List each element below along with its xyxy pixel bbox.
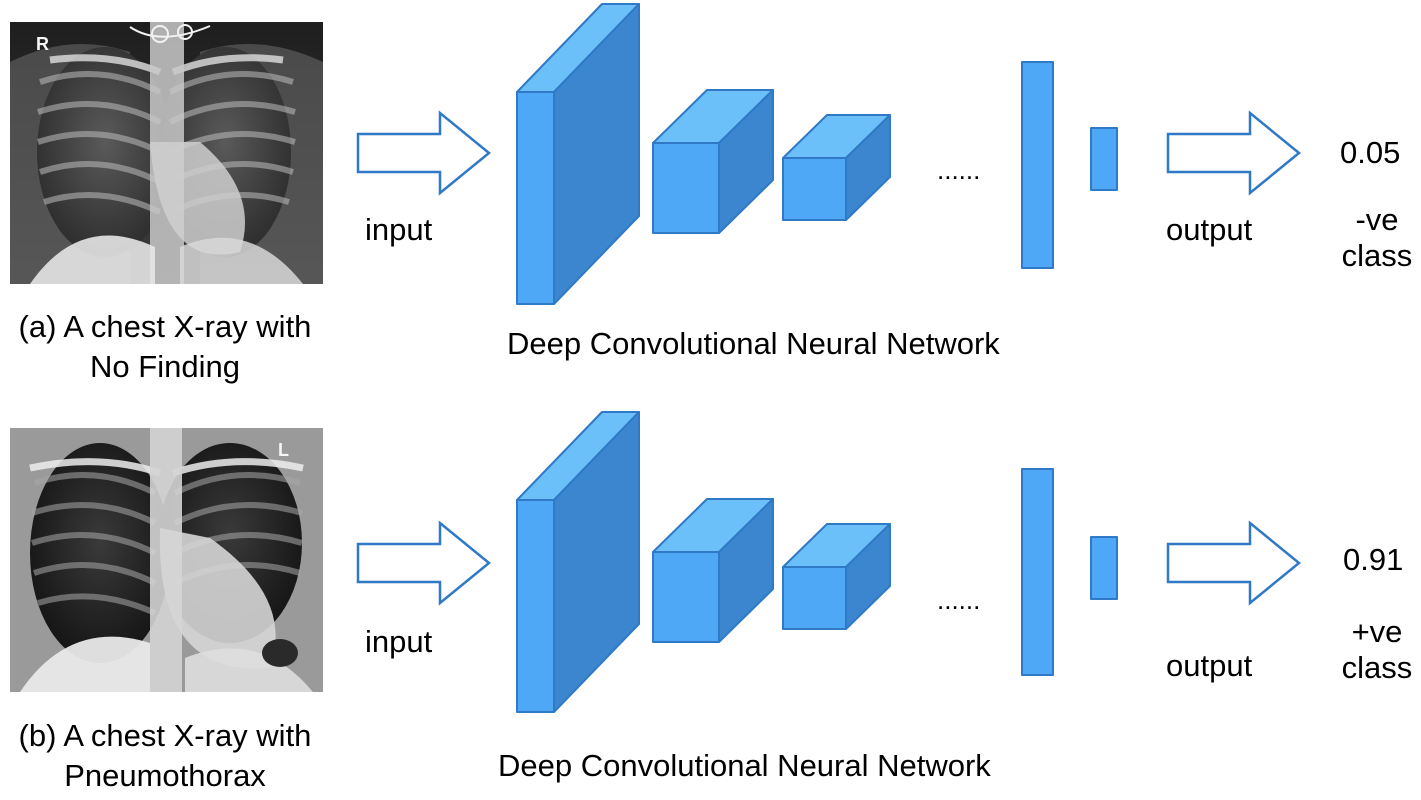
conv-block-3-b-front-face bbox=[782, 566, 847, 630]
class-b: +ve class bbox=[1337, 614, 1417, 686]
class-a-line2: class bbox=[1341, 238, 1413, 273]
input-arrow-a bbox=[356, 110, 491, 196]
fc-layer-1-a-front-face bbox=[1021, 61, 1054, 269]
fc-layer-2-a-front-face bbox=[1090, 127, 1118, 191]
conv-block-2-b-front-face bbox=[652, 551, 720, 643]
network-label-a: Deep Convolutional Neural Network bbox=[507, 326, 1000, 361]
fc-layer-1-a bbox=[1021, 61, 1054, 269]
conv-block-3-a bbox=[782, 114, 891, 221]
network-label-b: Deep Convolutional Neural Network bbox=[498, 748, 991, 783]
fc-layer-2-b bbox=[1090, 536, 1118, 600]
input-label-b: input bbox=[365, 624, 433, 659]
class-b-line1: +ve bbox=[1351, 614, 1403, 649]
conv-block-2-b bbox=[652, 498, 774, 643]
cnn-row-a bbox=[356, 3, 1301, 305]
conv-block-1-a-front-face bbox=[516, 91, 555, 305]
conv-block-2-a-front-face bbox=[652, 142, 720, 234]
class-a-line1: -ve bbox=[1355, 202, 1399, 237]
fc-layer-2-a bbox=[1090, 127, 1118, 191]
score-a: 0.05 bbox=[1340, 135, 1401, 170]
class-a: -ve class bbox=[1337, 202, 1417, 274]
conv-block-3-a-front-face bbox=[782, 157, 847, 221]
ellipsis-b: ...... bbox=[937, 585, 981, 615]
fc-layer-2-b-front-face bbox=[1090, 536, 1118, 600]
output-arrow-b bbox=[1166, 520, 1301, 606]
xray-image-no-finding: R bbox=[10, 22, 323, 284]
output-arrow-a bbox=[1166, 110, 1301, 196]
conv-block-1-a bbox=[516, 3, 640, 305]
score-b: 0.91 bbox=[1343, 542, 1404, 577]
conv-block-2-a bbox=[652, 89, 774, 234]
caption-b: (b) A chest X-ray with Pneumothorax bbox=[0, 716, 330, 796]
caption-b-line1: (b) A chest X-ray with bbox=[18, 718, 312, 753]
cnn-row-b bbox=[356, 411, 1301, 713]
input-arrow-b bbox=[356, 520, 491, 606]
output-label-b: output bbox=[1166, 648, 1253, 683]
caption-a-line1: (a) A chest X-ray with bbox=[18, 309, 312, 344]
conv-block-3-b bbox=[782, 523, 891, 630]
caption-b-line2: Pneumothorax bbox=[64, 758, 266, 793]
fc-layer-1-b-front-face bbox=[1021, 468, 1054, 676]
caption-a-line2: No Finding bbox=[90, 349, 240, 384]
conv-block-1-b-front-face bbox=[516, 499, 555, 713]
ellipsis-a: ...... bbox=[937, 155, 981, 185]
conv-block-1-b bbox=[516, 411, 640, 713]
class-b-line2: class bbox=[1341, 650, 1413, 685]
fc-layer-1-b bbox=[1021, 468, 1054, 676]
output-label-a: output bbox=[1166, 212, 1253, 247]
xray-side-marker: R bbox=[36, 34, 49, 54]
xray-image-pneumothorax: L bbox=[10, 428, 323, 692]
xray-side-marker-b: L bbox=[278, 440, 289, 460]
input-label-a: input bbox=[365, 212, 433, 247]
caption-a: (a) A chest X-ray with No Finding bbox=[0, 307, 330, 387]
